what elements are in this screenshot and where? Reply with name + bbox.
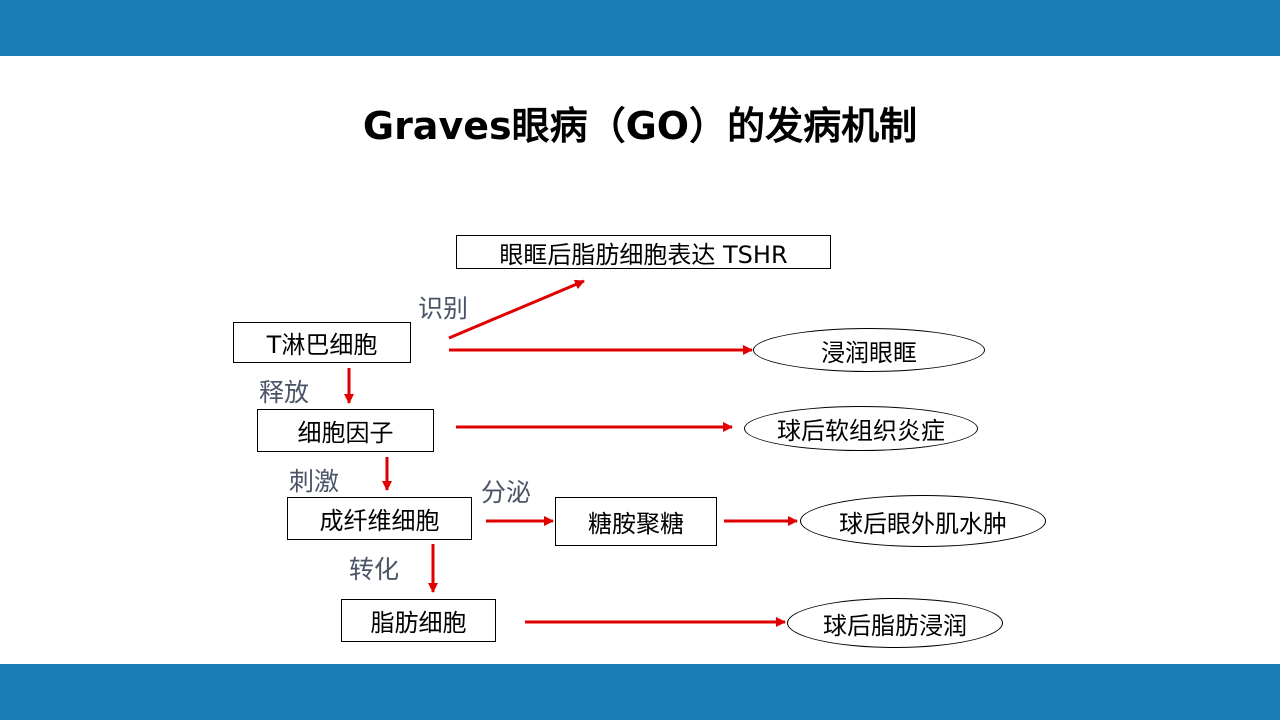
outcome-muscle-edema: 球后眼外肌水肿: [800, 495, 1046, 547]
page-title: Graves眼病（GO）的发病机制: [362, 104, 918, 148]
label-release: 释放: [259, 378, 310, 407]
node-fibroblast: 成纤维细胞: [287, 497, 472, 540]
outcome-inflammation: 球后软组织炎症: [744, 406, 978, 451]
node-cytokine: 细胞因子: [257, 409, 434, 452]
node-t-cell: T淋巴细胞: [233, 322, 411, 363]
node-gag: 糖胺聚糖: [555, 497, 717, 546]
top-banner: [0, 0, 1280, 56]
bottom-banner: [0, 664, 1280, 720]
label-secrete: 分泌: [481, 478, 532, 507]
label-recognize: 识别: [418, 294, 469, 323]
node-tshr: 眼眶后脂肪细胞表达 TSHR: [456, 235, 831, 269]
outcome-fat-infiltration: 球后脂肪浸润: [787, 598, 1003, 648]
label-stimulate: 刺激: [289, 467, 340, 496]
node-adipocyte: 脂肪细胞: [341, 599, 496, 642]
arrow-recognize: [448, 279, 585, 340]
label-transform: 转化: [349, 555, 400, 584]
outcome-infiltrate-orbit: 浸润眼眶: [753, 328, 985, 372]
